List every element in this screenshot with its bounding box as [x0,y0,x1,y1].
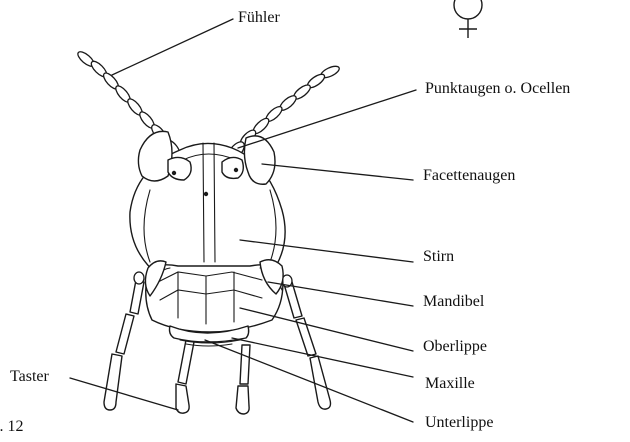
right-outer-palp [282,275,331,409]
label-fuehler: Fühler [238,9,280,27]
label-mandibel: Mandibel [423,293,484,311]
female-symbol-icon [454,0,482,38]
leader-facettenaugen [262,164,413,180]
median-ocellus [204,192,208,196]
leader-taster [70,378,178,410]
leader-fuehler [112,19,233,75]
label-facettenaugen: Facettenaugen [423,167,515,185]
label-punktaugen: Punktaugen o. Ocellen [425,80,570,98]
label-taster: Taster [10,368,49,386]
label-stirn: Stirn [423,248,454,266]
left-antennal-socket [168,157,191,180]
right-ocellus [234,168,238,172]
leader-oberlippe [240,308,413,351]
label-unterlippe: Unterlippe [425,414,493,432]
label-oberlippe: Oberlippe [423,338,487,356]
left-inner-palp [176,340,194,413]
right-antennal-socket [222,157,243,178]
left-compound-eye [138,131,172,181]
figure-label: Abb. 12 [0,418,24,436]
left-ocellus [172,171,176,175]
label-maxille: Maxille [425,375,475,393]
